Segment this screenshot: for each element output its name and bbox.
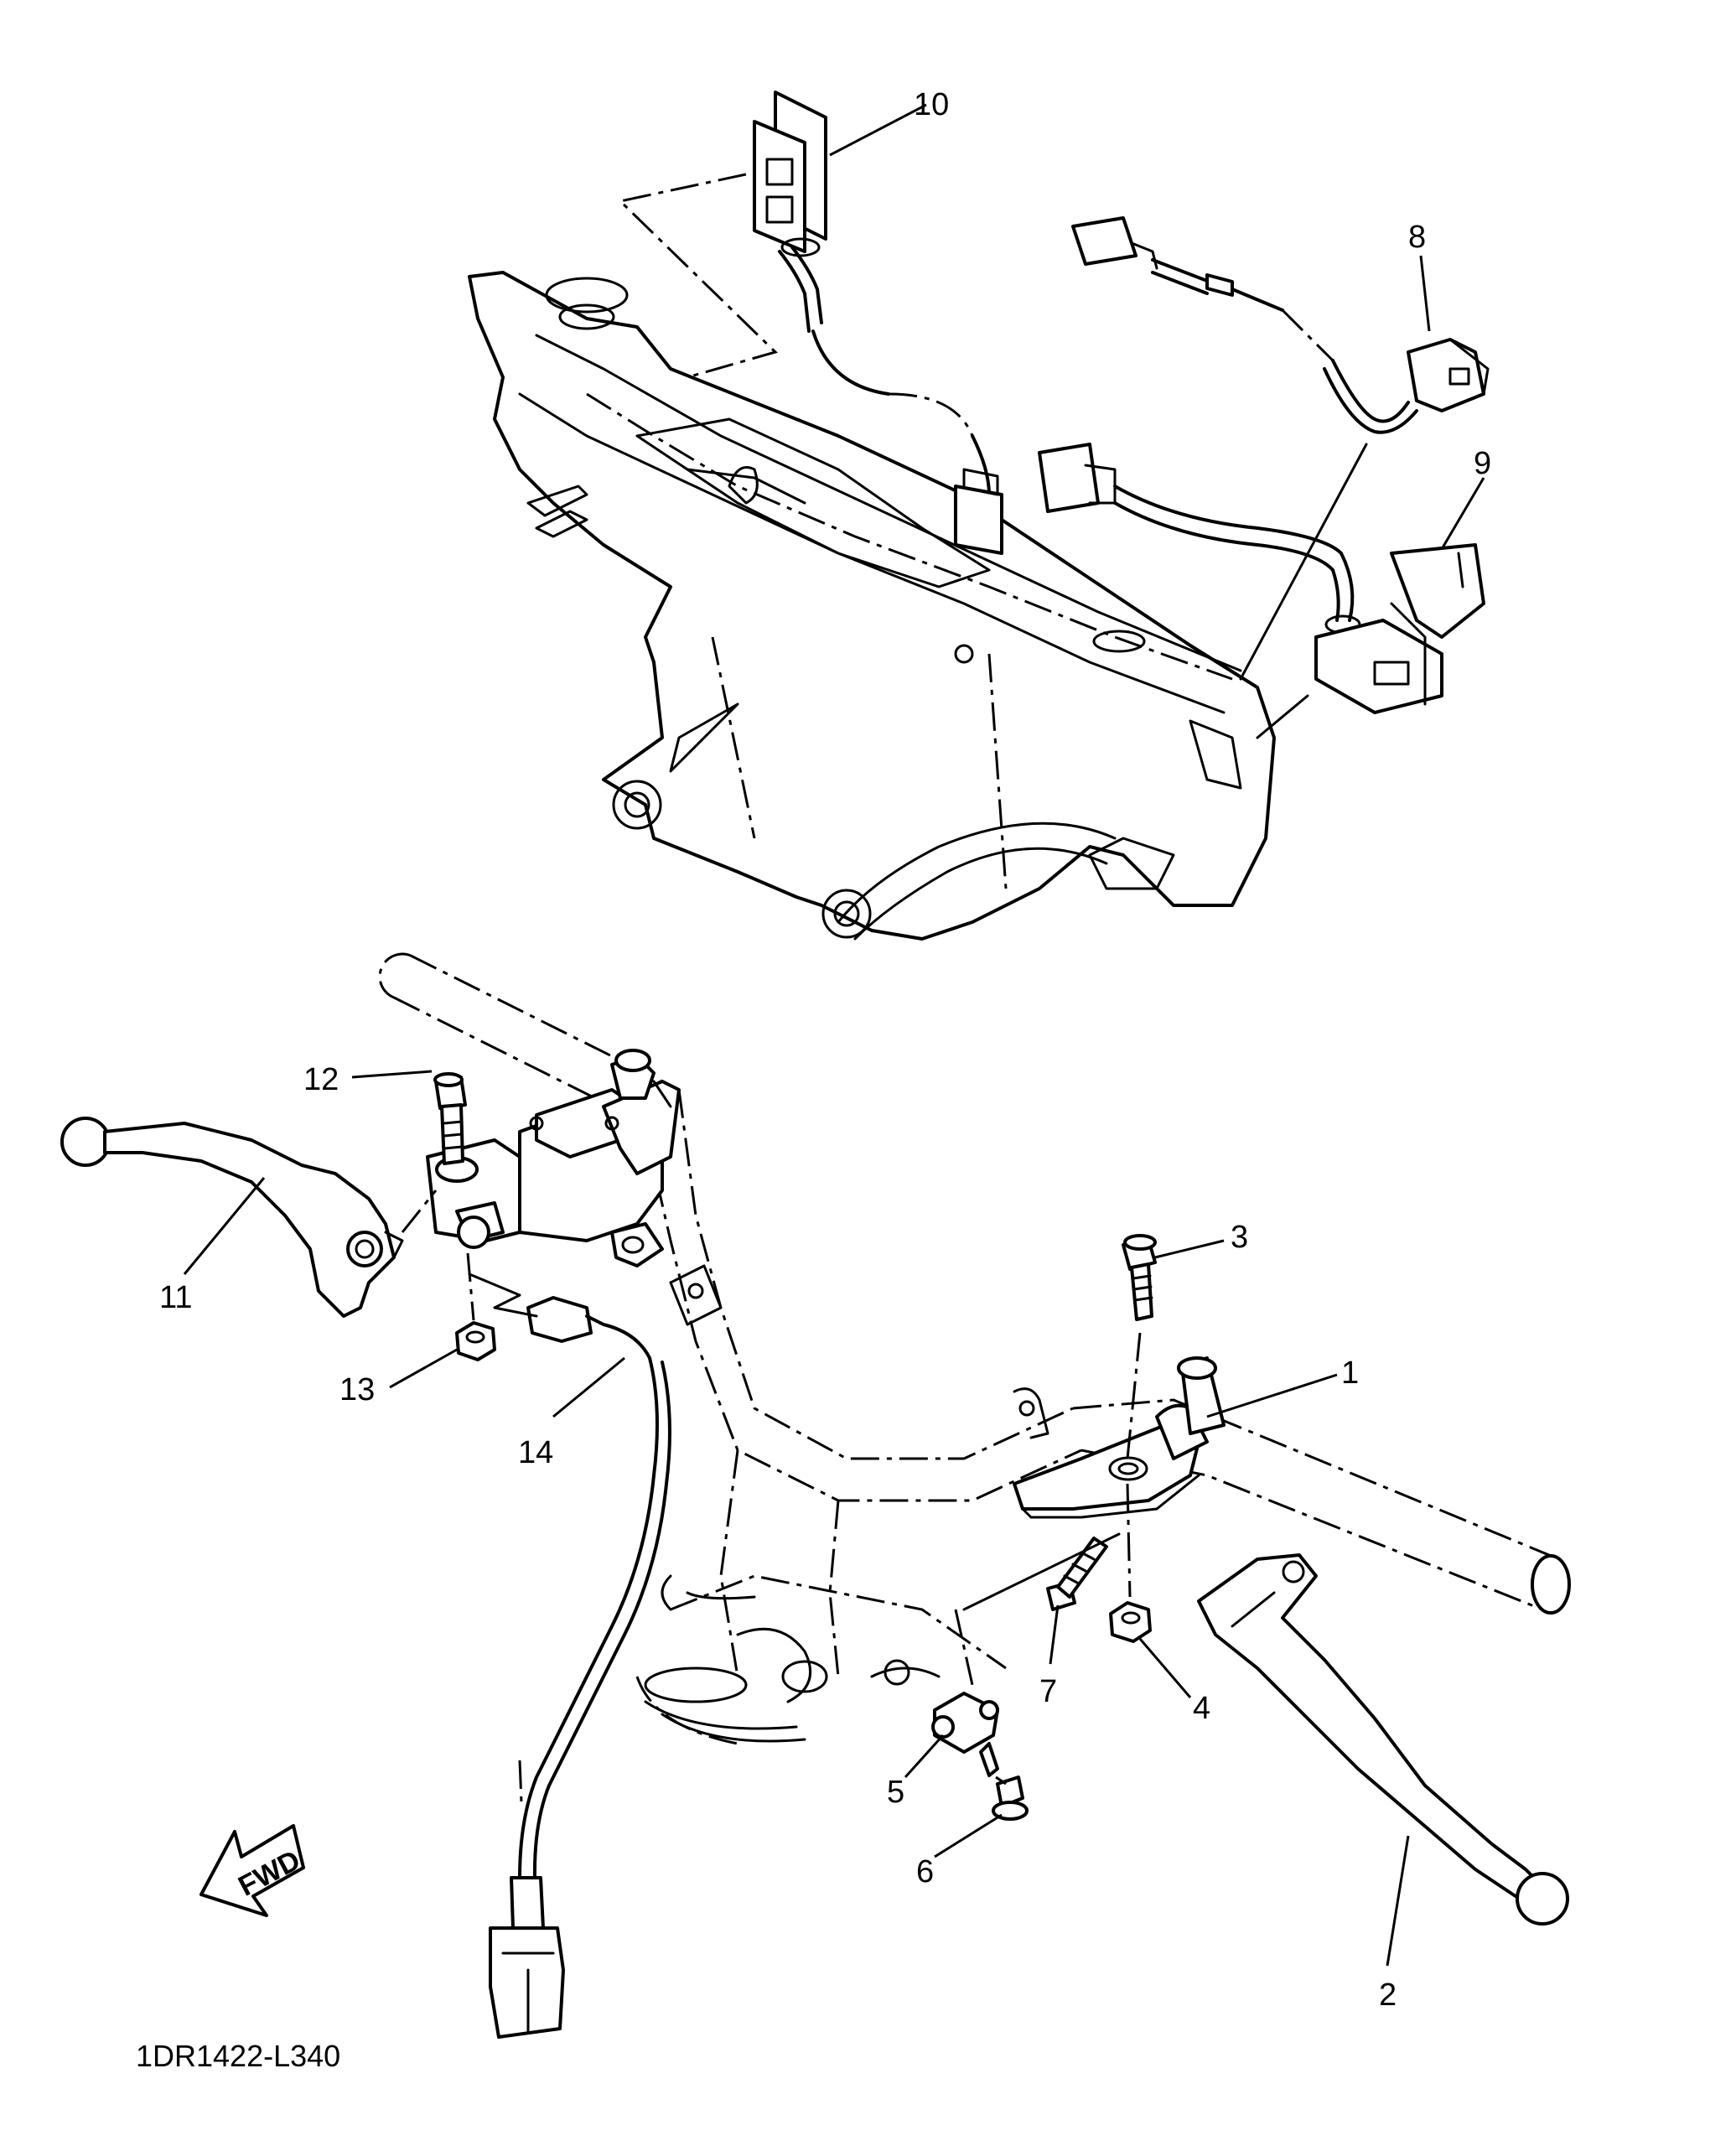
part-8-switch	[1071, 216, 1490, 434]
part-11-location-line	[401, 1190, 438, 1233]
part-9-switch	[1038, 443, 1485, 714]
part-12-bolt	[433, 1072, 467, 1165]
callout-14: 14	[518, 1435, 553, 1470]
callout-10: 10	[914, 87, 949, 122]
part-14-brake-switch	[489, 1296, 671, 2039]
handlebar	[378, 952, 1571, 1745]
part-4-nut	[1109, 1601, 1152, 1643]
part-3-bolt	[1122, 1234, 1157, 1321]
part-10-location-line	[617, 173, 778, 379]
callout-leaders	[183, 103, 1485, 1967]
part-8-location-line	[1239, 443, 1368, 681]
callout-labels: 10 8 9 3 1 12 11 13 14 7 4 5 6 2	[159, 87, 1491, 2013]
part-13-nut	[455, 1321, 496, 1361]
callout-7: 7	[1039, 1674, 1057, 1709]
callout-11: 11	[159, 1280, 192, 1315]
part-9-location-line	[1256, 694, 1309, 739]
part-6-location-line	[995, 1775, 1007, 1786]
part-6-screw	[992, 1775, 1029, 1821]
part-13-location-line	[466, 1252, 475, 1321]
callout-1: 1	[1341, 1356, 1359, 1391]
diagram-code: 1DR1422-L340	[136, 2039, 340, 2073]
part-11-lever	[60, 1117, 404, 1318]
callout-9: 9	[1474, 446, 1491, 481]
part-10-left-switch	[753, 91, 1003, 555]
callout-8: 8	[1408, 220, 1426, 255]
part-4-location-line	[1126, 1483, 1132, 1598]
part-14-location-line	[468, 1273, 538, 1318]
part-3-location-line	[1126, 1332, 1142, 1459]
callout-4: 4	[1193, 1691, 1210, 1726]
callout-12: 12	[303, 1062, 339, 1097]
part-1-bracket	[1013, 1356, 1226, 1519]
callout-2: 2	[1379, 1978, 1397, 2013]
part-7-screw	[1046, 1537, 1108, 1611]
master-cylinder	[426, 1049, 681, 1267]
part-2-lever	[1197, 1553, 1569, 1926]
callout-3: 3	[1231, 1220, 1248, 1255]
part-5-location-line	[954, 1609, 974, 1686]
callout-5: 5	[887, 1775, 904, 1810]
fwd-arrow: FWD	[200, 1824, 305, 1917]
part-5-switch	[931, 1692, 999, 1777]
part-1-location-line	[962, 1532, 1121, 1611]
handlebar-cover	[468, 271, 1276, 941]
callout-13: 13	[339, 1372, 375, 1407]
callout-6: 6	[916, 1854, 934, 1889]
